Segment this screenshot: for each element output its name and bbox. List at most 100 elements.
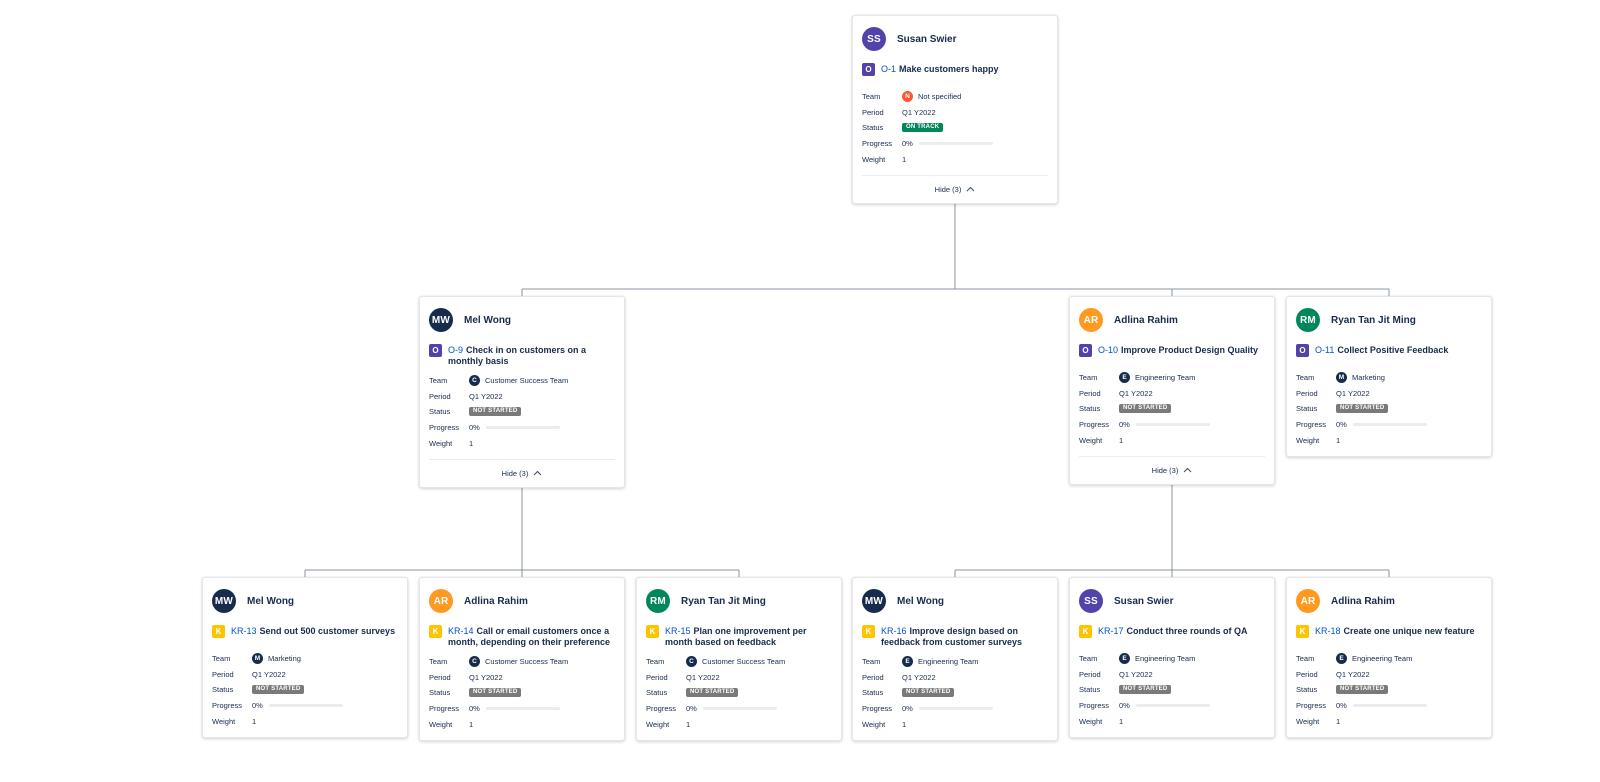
status-badge[interactable]: NOT STARTED xyxy=(1119,685,1172,695)
item-title[interactable]: Make customers happy xyxy=(899,64,999,74)
team-name[interactable]: Marketing xyxy=(268,654,301,664)
item-title[interactable]: Improve Product Design Quality xyxy=(1121,345,1259,355)
field-value: 0% xyxy=(1336,420,1427,429)
owner-avatar[interactable]: AR xyxy=(1079,308,1103,332)
team-name[interactable]: Engineering Team xyxy=(1135,654,1196,664)
owner-avatar[interactable]: AR xyxy=(429,589,453,613)
item-key-link[interactable]: KR-16 xyxy=(881,626,907,636)
weight-value: 1 xyxy=(902,719,907,729)
field-value: 1 xyxy=(252,717,256,726)
team-name[interactable]: Customer Success Team xyxy=(485,657,569,667)
status-badge[interactable]: NOT STARTED xyxy=(1336,404,1389,414)
item-key-link[interactable]: O-9 xyxy=(448,345,464,355)
field-label: Period xyxy=(646,672,668,682)
team-avatar-icon: E xyxy=(1119,653,1130,665)
item-key-link[interactable]: O-11 xyxy=(1315,345,1335,355)
item-title[interactable]: Collect Positive Feedback xyxy=(1337,345,1449,355)
field-label: Team xyxy=(1296,373,1315,383)
hide-children-toggle[interactable]: Hide (3) xyxy=(862,176,1048,203)
team-name[interactable]: Marketing xyxy=(1352,373,1385,383)
status-badge[interactable]: NOT STARTED xyxy=(902,688,955,698)
field-label: Status xyxy=(646,688,668,698)
progress-percent: 0% xyxy=(902,704,913,714)
team-name[interactable]: Customer Success Team xyxy=(702,657,786,667)
progress-bar xyxy=(1352,423,1427,427)
item-key-link[interactable]: KR-17 xyxy=(1098,626,1124,636)
team-name[interactable]: Engineering Team xyxy=(1135,373,1196,383)
status-badge[interactable]: NOT STARTED xyxy=(469,407,522,417)
item-title[interactable]: Create one unique new feature xyxy=(1343,626,1475,636)
hide-children-toggle[interactable]: Hide (3) xyxy=(1079,457,1265,484)
owner-avatar[interactable]: SS xyxy=(1079,589,1103,613)
status-badge[interactable]: NOT STARTED xyxy=(469,688,522,698)
item-key-link[interactable]: O-10 xyxy=(1098,345,1119,355)
field-value: 0% xyxy=(1119,701,1210,710)
key-result-badge-icon: K xyxy=(646,625,659,638)
team-name[interactable]: Not specified xyxy=(918,92,962,102)
status-badge[interactable]: NOT STARTED xyxy=(1336,685,1389,695)
owner-avatar[interactable]: MW xyxy=(212,589,236,613)
item-title[interactable]: Improve design based on feedback from cu… xyxy=(881,626,1023,647)
item-key-link[interactable]: O-1 xyxy=(881,64,897,74)
field-label: Weight xyxy=(646,719,670,729)
owner-avatar[interactable]: MW xyxy=(429,308,453,332)
field-label: Team xyxy=(429,376,448,386)
field-status: Status NOT STARTED xyxy=(1296,401,1482,417)
status-badge[interactable]: NOT STARTED xyxy=(252,685,305,695)
card-bottom-spacer xyxy=(1296,448,1482,456)
owner-avatar[interactable]: AR xyxy=(1296,589,1320,613)
team-name[interactable]: Engineering Team xyxy=(1352,654,1413,664)
field-value: Q1 Y2022 xyxy=(902,108,936,117)
item-key-link[interactable]: KR-14 xyxy=(448,626,474,636)
owner-avatar[interactable]: MW xyxy=(862,589,886,613)
field-label: Status xyxy=(1296,685,1318,695)
status-badge[interactable]: NOT STARTED xyxy=(1119,404,1172,414)
item-key-link[interactable]: KR-15 xyxy=(665,626,691,636)
field-label: Status xyxy=(1296,404,1318,414)
team-name[interactable]: Engineering Team xyxy=(918,657,979,667)
hide-children-toggle[interactable]: Hide (3) xyxy=(429,460,615,487)
status-badge[interactable]: ON TRACK xyxy=(902,123,944,133)
field-label: Progress xyxy=(1296,701,1327,711)
status-badge[interactable]: NOT STARTED xyxy=(686,688,739,698)
progress-percent: 0% xyxy=(1336,701,1347,711)
item-title[interactable]: Plan one improvement per month based on … xyxy=(665,626,807,647)
item-key-link[interactable]: KR-18 xyxy=(1315,626,1341,636)
team-avatar-icon: E xyxy=(1336,653,1347,665)
item-title[interactable]: Check in on customers on a monthly basis xyxy=(448,345,587,366)
progress-bar xyxy=(1135,704,1210,708)
weight-value: 1 xyxy=(686,719,691,729)
owner-avatar[interactable]: SS xyxy=(862,27,886,51)
item-title[interactable]: Call or email customers once a month, de… xyxy=(448,626,611,647)
item-key-link[interactable]: KR-13 xyxy=(231,626,257,636)
field-label: Progress xyxy=(1079,701,1110,711)
item-title[interactable]: Send out 500 customer surveys xyxy=(259,626,396,636)
owner-avatar[interactable]: RM xyxy=(646,589,670,613)
period-value: Q1 Y2022 xyxy=(252,669,286,679)
team-name[interactable]: Customer Success Team xyxy=(485,376,569,386)
team-avatar-icon: C xyxy=(469,656,480,668)
field-label: Period xyxy=(1296,388,1318,398)
item-title[interactable]: Conduct three rounds of QA xyxy=(1126,626,1248,636)
field-label: Period xyxy=(1079,669,1101,679)
owner-avatar[interactable]: RM xyxy=(1296,308,1320,332)
